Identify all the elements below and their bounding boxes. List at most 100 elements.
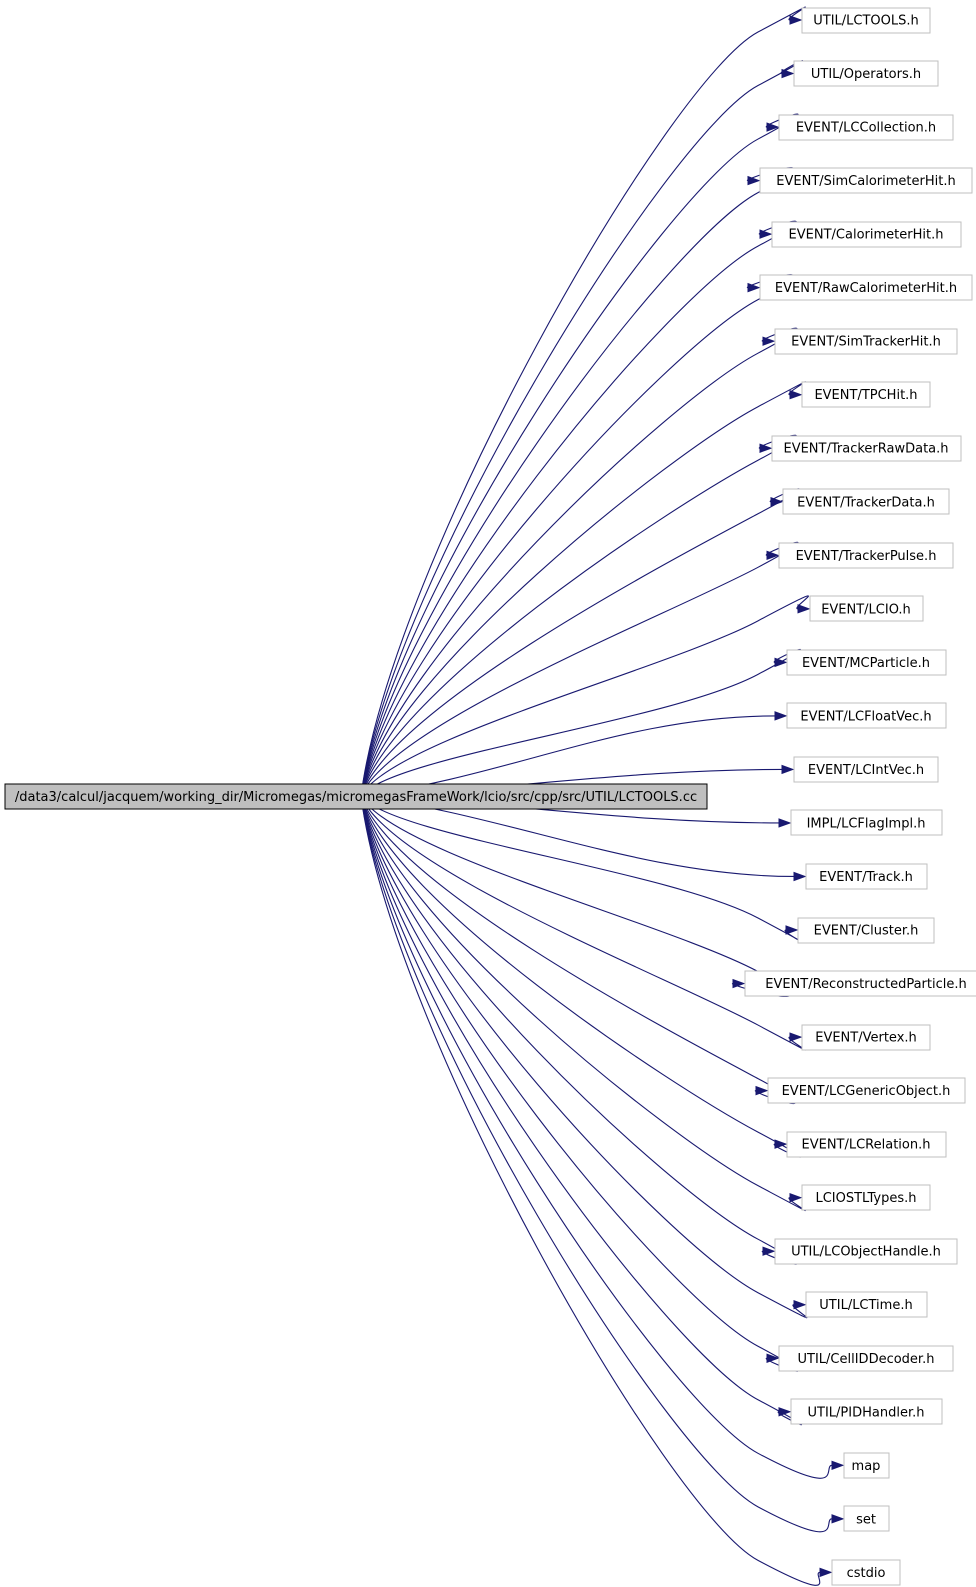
arrowhead-icon: [819, 1567, 833, 1578]
arrowhead-icon: [762, 1246, 776, 1256]
include-edge-set: [360, 795, 833, 1533]
include-node-box: [778, 114, 954, 141]
arrowhead-icon: [789, 15, 803, 25]
include-node-event-lcio-h[interactable]: EVENT/LCIO.h: [809, 595, 924, 622]
include-node-box: [831, 1559, 901, 1586]
include-node-box: [801, 1024, 931, 1051]
include-node-label: UTIL/LCObjectHandle.h: [791, 1245, 941, 1260]
include-node-event-simcalorimeterhit-h[interactable]: EVENT/SimCalorimeterHit.h: [759, 167, 973, 194]
include-node-box: [797, 917, 935, 944]
include-node-label: EVENT/LCIO.h: [821, 602, 911, 617]
include-edge-event-simtrackerhit-h: [360, 327, 798, 797]
root-node-label: /data3/calcul/jacquem/working_dir/Microm…: [15, 790, 697, 805]
include-node-event-vertex-h[interactable]: EVENT/Vertex.h: [801, 1024, 931, 1051]
include-node-box: [786, 702, 947, 729]
include-node-util-lctools-h[interactable]: UTIL/LCTOOLS.h: [801, 7, 931, 34]
include-node-event-reconstructedparticle-h[interactable]: EVENT/ReconstructedParticle.h: [744, 970, 976, 997]
include-node-event-track-h[interactable]: EVENT/Track.h: [805, 863, 928, 890]
include-node-event-lcrelation-h[interactable]: EVENT/LCRelation.h: [786, 1131, 947, 1158]
arrowhead-icon: [774, 1139, 788, 1149]
include-node-box: [801, 381, 931, 408]
include-node-label: IMPL/LCFlagImpl.h: [807, 816, 926, 831]
include-node-util-celliddecoder-h[interactable]: UTIL/CellIDDecoder.h: [778, 1345, 954, 1372]
include-node-label: set: [856, 1512, 876, 1527]
include-node-label: EVENT/SimCalorimeterHit.h: [776, 174, 955, 189]
include-edge-event-lcio-h: [360, 595, 809, 797]
include-edge-event-lcrelation-h: [360, 795, 801, 1158]
include-node-event-lcgenericobject-h[interactable]: EVENT/LCGenericObject.h: [767, 1077, 966, 1104]
include-node-set[interactable]: set: [843, 1505, 890, 1532]
include-node-label: cstdio: [847, 1566, 886, 1581]
include-node-event-rawcalorimeterhit-h[interactable]: EVENT/RawCalorimeterHit.h: [759, 274, 973, 301]
include-node-label: EVENT/LCIntVec.h: [808, 763, 924, 778]
include-node-cstdio[interactable]: cstdio: [831, 1559, 901, 1586]
include-edge-util-lctime-h: [360, 795, 808, 1319]
include-node-label: EVENT/Track.h: [819, 870, 913, 885]
include-node-event-calorimeterhit-h[interactable]: EVENT/CalorimeterHit.h: [771, 221, 962, 248]
include-node-box: [759, 274, 973, 301]
include-node-label: EVENT/SimTrackerHit.h: [791, 335, 941, 350]
include-node-box: [801, 1184, 931, 1211]
include-node-label: EVENT/LCCollection.h: [796, 121, 936, 136]
include-node-event-mcparticle-h[interactable]: EVENT/MCParticle.h: [786, 649, 947, 676]
include-node-event-lcfloatvec-h[interactable]: EVENT/LCFloatVec.h: [786, 702, 947, 729]
arrowhead-icon: [732, 978, 746, 989]
include-node-util-lctime-h[interactable]: UTIL/LCTime.h: [805, 1291, 928, 1318]
arrowhead-icon: [778, 1407, 792, 1417]
arrowhead-icon: [762, 336, 776, 346]
include-node-lciostltypes-h[interactable]: LCIOSTLTypes.h: [801, 1184, 931, 1211]
include-node-box: [771, 435, 962, 462]
arrowhead-icon: [789, 389, 803, 400]
include-node-box: [767, 1077, 966, 1104]
include-node-util-pidhandler-h[interactable]: UTIL/PIDHandler.h: [790, 1398, 943, 1425]
arrowhead-icon: [793, 871, 807, 882]
include-node-event-tpchit-h[interactable]: EVENT/TPCHit.h: [801, 381, 931, 408]
include-node-label: UTIL/CellIDDecoder.h: [798, 1352, 935, 1367]
include-edge-event-calorimeterhit-h: [360, 220, 797, 797]
include-node-util-lcobjecthandle-h[interactable]: UTIL/LCObjectHandle.h: [774, 1238, 958, 1265]
arrowhead-icon: [831, 1460, 845, 1471]
include-node-event-trackerrawdata-h[interactable]: EVENT/TrackerRawData.h: [771, 435, 962, 462]
include-edge-event-simcalorimeterhit-h: [360, 167, 795, 797]
include-node-event-trackerdata-h[interactable]: EVENT/TrackerData.h: [782, 488, 950, 515]
include-node-label: UTIL/PIDHandler.h: [808, 1405, 925, 1420]
include-node-box: [790, 1398, 943, 1425]
include-node-impl-lcflagimpl-h[interactable]: IMPL/LCFlagImpl.h: [790, 809, 943, 836]
include-edge-event-lccollection-h: [360, 113, 799, 797]
include-node-event-lcintvec-h[interactable]: EVENT/LCIntVec.h: [793, 756, 939, 783]
include-node-box: [771, 221, 962, 248]
include-node-map[interactable]: map: [843, 1452, 890, 1479]
include-node-box: [793, 60, 939, 87]
arrowhead-icon: [797, 604, 811, 614]
include-node-label: EVENT/TrackerPulse.h: [796, 549, 937, 564]
include-node-event-cluster-h[interactable]: EVENT/Cluster.h: [797, 917, 935, 944]
include-node-box: [778, 1345, 954, 1372]
root-node[interactable]: /data3/calcul/jacquem/working_dir/Microm…: [4, 783, 708, 810]
include-node-util-operators-h[interactable]: UTIL/Operators.h: [793, 60, 939, 87]
include-node-box: [782, 488, 950, 515]
arrowhead-icon: [759, 443, 773, 453]
include-node-event-trackerpulse-h[interactable]: EVENT/TrackerPulse.h: [778, 542, 954, 569]
include-node-box: [774, 328, 958, 355]
include-node-label: EVENT/CalorimeterHit.h: [789, 228, 944, 243]
include-node-event-simtrackerhit-h[interactable]: EVENT/SimTrackerHit.h: [774, 328, 958, 355]
include-edge-event-cluster-h: [360, 795, 805, 944]
arrowhead-icon: [789, 1192, 803, 1203]
include-edge-event-trackerpulse-h: [360, 541, 799, 797]
include-node-label: EVENT/LCGenericObject.h: [782, 1084, 951, 1099]
arrowhead-icon: [785, 925, 799, 935]
include-node-box: [801, 7, 931, 34]
arrowhead-icon: [766, 1353, 780, 1363]
include-node-box: [843, 1452, 890, 1479]
include-node-box: [786, 1131, 947, 1158]
arrowhead-icon: [766, 122, 780, 132]
include-node-box: [809, 595, 924, 622]
arrowhead-icon: [781, 764, 795, 775]
include-node-label: EVENT/LCFloatVec.h: [800, 709, 931, 724]
arrowhead-icon: [747, 175, 761, 186]
arrowhead-icon: [747, 282, 761, 293]
include-edge-util-lcobjecthandle-h: [360, 795, 798, 1265]
arrowhead-icon: [778, 818, 792, 828]
include-node-event-lccollection-h[interactable]: EVENT/LCCollection.h: [778, 114, 954, 141]
